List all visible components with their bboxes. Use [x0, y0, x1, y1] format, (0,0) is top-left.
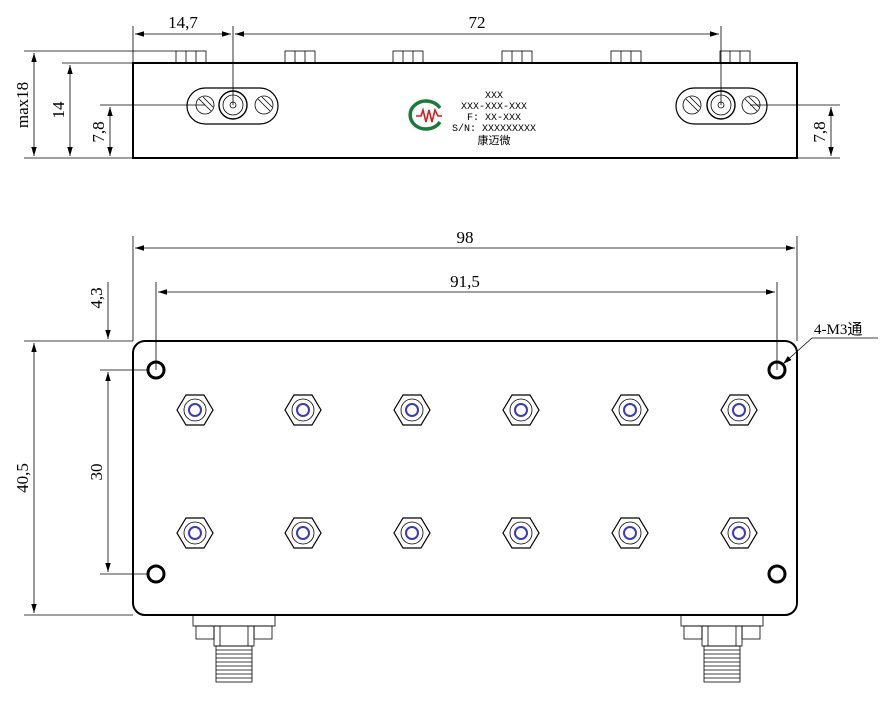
dim-body-height: 14: [49, 101, 68, 119]
side-body: [132, 62, 798, 159]
side-nut: [501, 50, 533, 64]
tuning-screws: [176, 394, 758, 549]
dim-max-height: max18: [13, 82, 32, 128]
bottom-right-sma-connector: [680, 614, 764, 683]
tuning-screw: [176, 517, 214, 549]
tuning-screw: [284, 517, 322, 549]
dim-hole-inset: 4,3: [87, 287, 106, 308]
hole-callout: 4-M3通: [782, 321, 878, 365]
dim-total-length: 98: [457, 228, 474, 247]
top-view: 98 91,5 40,5 30 4,3 4-M3通: [13, 228, 878, 683]
label-line-3: F: XX-XXX: [467, 113, 521, 124]
tuning-screw: [720, 517, 758, 549]
tuning-screw: [393, 394, 431, 426]
mounting-hole: [767, 564, 787, 584]
tuning-screw: [502, 517, 540, 549]
dim-hole-spacing: 91,5: [450, 272, 480, 291]
dim-connector-height-right: 7,8: [810, 121, 829, 142]
tuning-screw: [611, 394, 649, 426]
dim-pitch: 72: [469, 13, 486, 32]
dim-hole-pitch-vertical: 30: [87, 464, 106, 481]
side-nut: [175, 50, 207, 64]
label-brand: 康迈微: [478, 133, 511, 147]
dim-connector-height-left: 7,8: [89, 121, 108, 142]
top-view-horizontal-dimensions: 98 91,5: [132, 228, 798, 370]
top-nuts: [175, 50, 751, 64]
side-left-dimensions: max18 14 7,8: [13, 50, 205, 159]
hole-callout-text: 4-M3通: [814, 321, 862, 338]
side-right-dimensions: 7,8: [750, 104, 840, 159]
label-line-4: S/N: XXXXXXXXX: [452, 123, 536, 135]
side-nut: [392, 50, 424, 64]
dim-left-offset: 14,7: [168, 13, 198, 32]
top-view-vertical-dimensions: 40,5 30 4,3: [13, 282, 148, 616]
label-line-1: XXX: [485, 91, 503, 102]
product-label: XXX XXX-XXX-XXX F: XX-XXX S/N: XXXXXXXXX…: [452, 91, 536, 147]
side-nut: [284, 50, 316, 64]
tuning-screw: [720, 394, 758, 426]
tuning-screw: [611, 517, 649, 549]
side-view: XXX XXX-XXX-XXX F: XX-XXX S/N: XXXXXXXXX…: [13, 13, 840, 159]
tuning-screw: [502, 394, 540, 426]
top-body: [132, 340, 798, 616]
bottom-left-sma-connector: [192, 614, 276, 683]
tuning-screw: [393, 517, 431, 549]
brand-logo: [408, 99, 442, 131]
side-nut: [610, 50, 642, 64]
label-line-2: XXX-XXX-XXX: [461, 102, 527, 113]
tuning-screw: [284, 394, 322, 426]
side-top-dimensions: 14,7 72: [132, 13, 722, 105]
side-nut: [719, 50, 751, 64]
dim-width: 40,5: [13, 463, 32, 493]
tuning-screw: [176, 394, 214, 426]
